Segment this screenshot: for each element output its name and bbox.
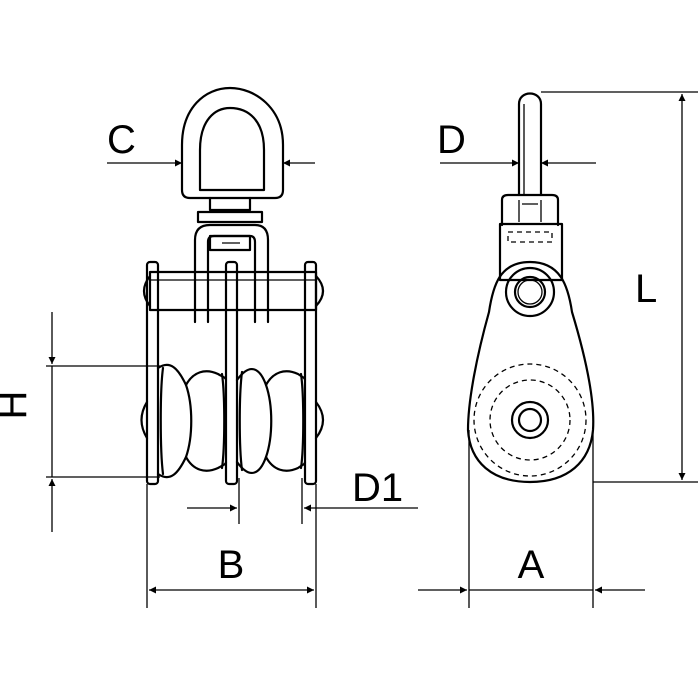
dimension-l: L: [541, 91, 698, 483]
sheave-right: [235, 368, 307, 474]
dim-label-d1: D1: [352, 466, 403, 510]
shank: [517, 92, 543, 197]
top-axle: [142, 270, 325, 312]
axle-boss-right: [314, 400, 325, 440]
dimension-b: B: [146, 484, 317, 608]
yoke: [193, 223, 270, 324]
side-view: [466, 92, 595, 484]
dimension-d1: D1: [187, 466, 418, 524]
side-plates: [145, 260, 318, 486]
dimension-a: A: [418, 430, 645, 608]
sheave-hidden-outline: [473, 363, 587, 477]
front-view: [140, 86, 325, 486]
dim-label-l: L: [635, 267, 657, 311]
dim-label-a: A: [518, 543, 545, 587]
dim-label-c: C: [107, 118, 136, 162]
dim-label-h: H: [0, 391, 35, 420]
axle-boss-left: [140, 400, 149, 440]
dimension-d: D: [437, 118, 596, 167]
bottom-pin-boss: [510, 400, 550, 440]
sheave-left: [156, 363, 228, 479]
dim-label-d: D: [437, 118, 466, 162]
top-pin-boss: [504, 266, 556, 318]
collar: [500, 193, 560, 227]
dimension-c: C: [107, 118, 315, 167]
swivel-eye: [180, 86, 285, 224]
cheek-plate: [466, 260, 595, 484]
dim-label-b: B: [218, 543, 245, 587]
dimension-h: H: [0, 312, 160, 532]
